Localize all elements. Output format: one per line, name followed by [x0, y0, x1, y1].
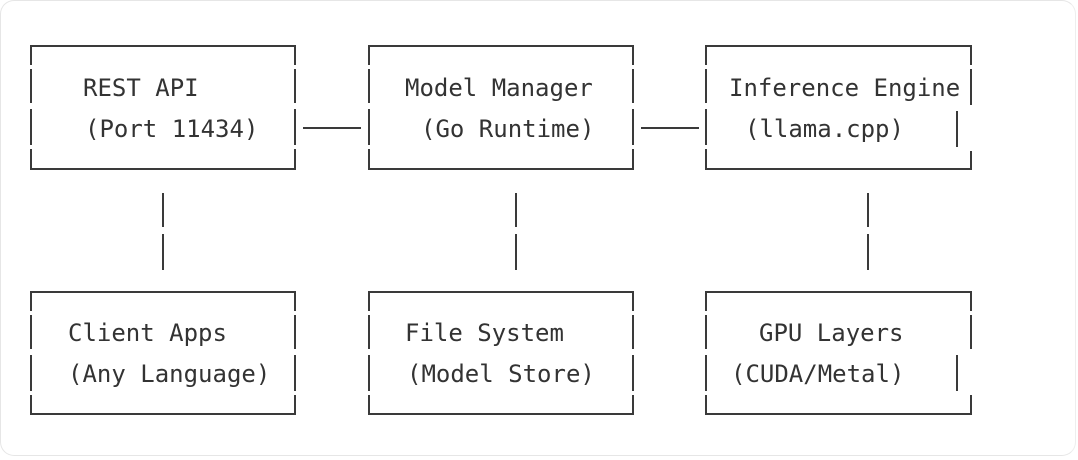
gpu-layers-subtitle: (CUDA/Metal) [731, 360, 905, 388]
file-system-title: File System [405, 319, 564, 347]
box-model-manager [368, 45, 634, 170]
rest-api-title: REST API [83, 74, 199, 102]
box-client-apps [30, 291, 296, 415]
box-file-system [368, 291, 634, 415]
rest-api-subtitle: (Port 11434) [85, 115, 259, 143]
box-inference-engine [705, 45, 972, 170]
gpu-layers-title: GPU Layers [759, 319, 904, 347]
inference-engine-title: Inference Engine [729, 74, 961, 102]
box-gpu-layers [705, 291, 972, 415]
client-apps-title: Client Apps [68, 319, 227, 347]
model-manager-title: Model Manager [405, 74, 593, 102]
client-apps-subtitle: (Any Language) [68, 360, 271, 388]
model-manager-subtitle: (Go Runtime) [421, 115, 595, 143]
box-rest-api [30, 45, 296, 170]
file-system-subtitle: (Model Store) [407, 360, 595, 388]
inference-engine-subtitle: (llama.cpp) [745, 115, 904, 143]
